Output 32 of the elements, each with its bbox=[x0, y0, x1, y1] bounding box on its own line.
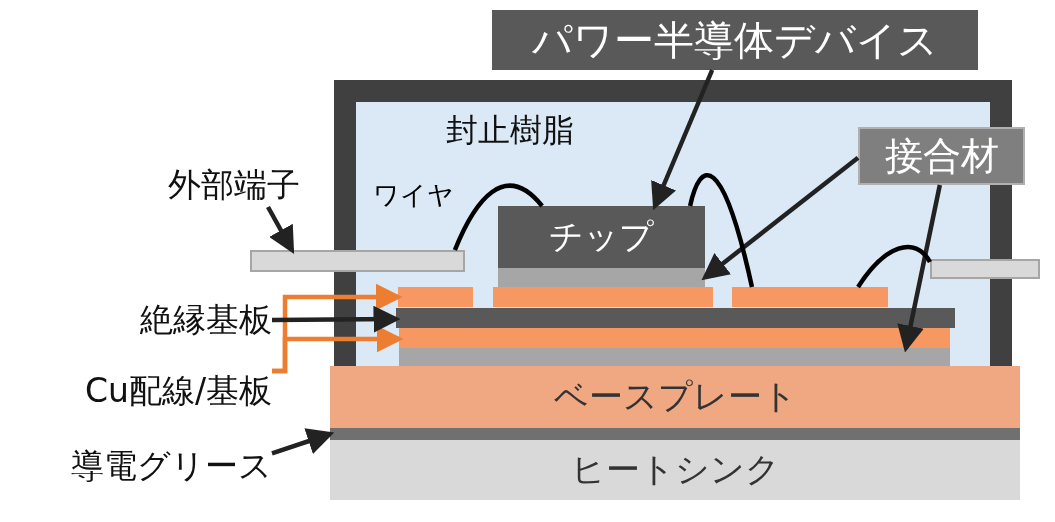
copper-pad bbox=[732, 287, 888, 307]
chip-block: チップ bbox=[498, 206, 705, 268]
leader-arrow bbox=[701, 155, 860, 281]
heat-sink: ヒートシンク bbox=[330, 440, 1020, 500]
grease-layer bbox=[330, 428, 1020, 440]
part-label: ワイヤ bbox=[373, 182, 454, 208]
leader-arrow bbox=[271, 428, 335, 456]
terminal-bar bbox=[930, 259, 1040, 279]
callout-label: 接合材 bbox=[858, 127, 1025, 185]
leader-arrow bbox=[266, 205, 295, 254]
terminal-bar bbox=[250, 250, 465, 272]
bond-wire bbox=[452, 183, 544, 251]
leader-arrow bbox=[272, 305, 401, 333]
bonding-layer bbox=[399, 348, 950, 366]
bond-wire bbox=[856, 244, 932, 289]
copper-pad bbox=[493, 287, 713, 307]
insulating-substrate bbox=[396, 308, 955, 328]
callout-label: パワー半導体デバイス bbox=[492, 10, 978, 70]
resin-case bbox=[334, 80, 1012, 366]
part-label: Cu配線/基板 bbox=[34, 371, 272, 411]
leader-arrow bbox=[272, 325, 404, 374]
part-label: 導電グリース bbox=[26, 445, 272, 487]
part-label: 絶縁基板 bbox=[100, 300, 272, 340]
bond-wire bbox=[687, 173, 755, 288]
copper-pad bbox=[398, 287, 473, 307]
material-label: 封止樹脂 bbox=[446, 114, 574, 146]
part-label: 外部端子 bbox=[140, 163, 300, 207]
leader-arrow bbox=[897, 184, 943, 353]
bonding-layer bbox=[498, 268, 705, 287]
copper-layer bbox=[399, 328, 950, 348]
base-plate: ベースプレート bbox=[330, 366, 1020, 428]
leader-arrow bbox=[651, 69, 715, 211]
